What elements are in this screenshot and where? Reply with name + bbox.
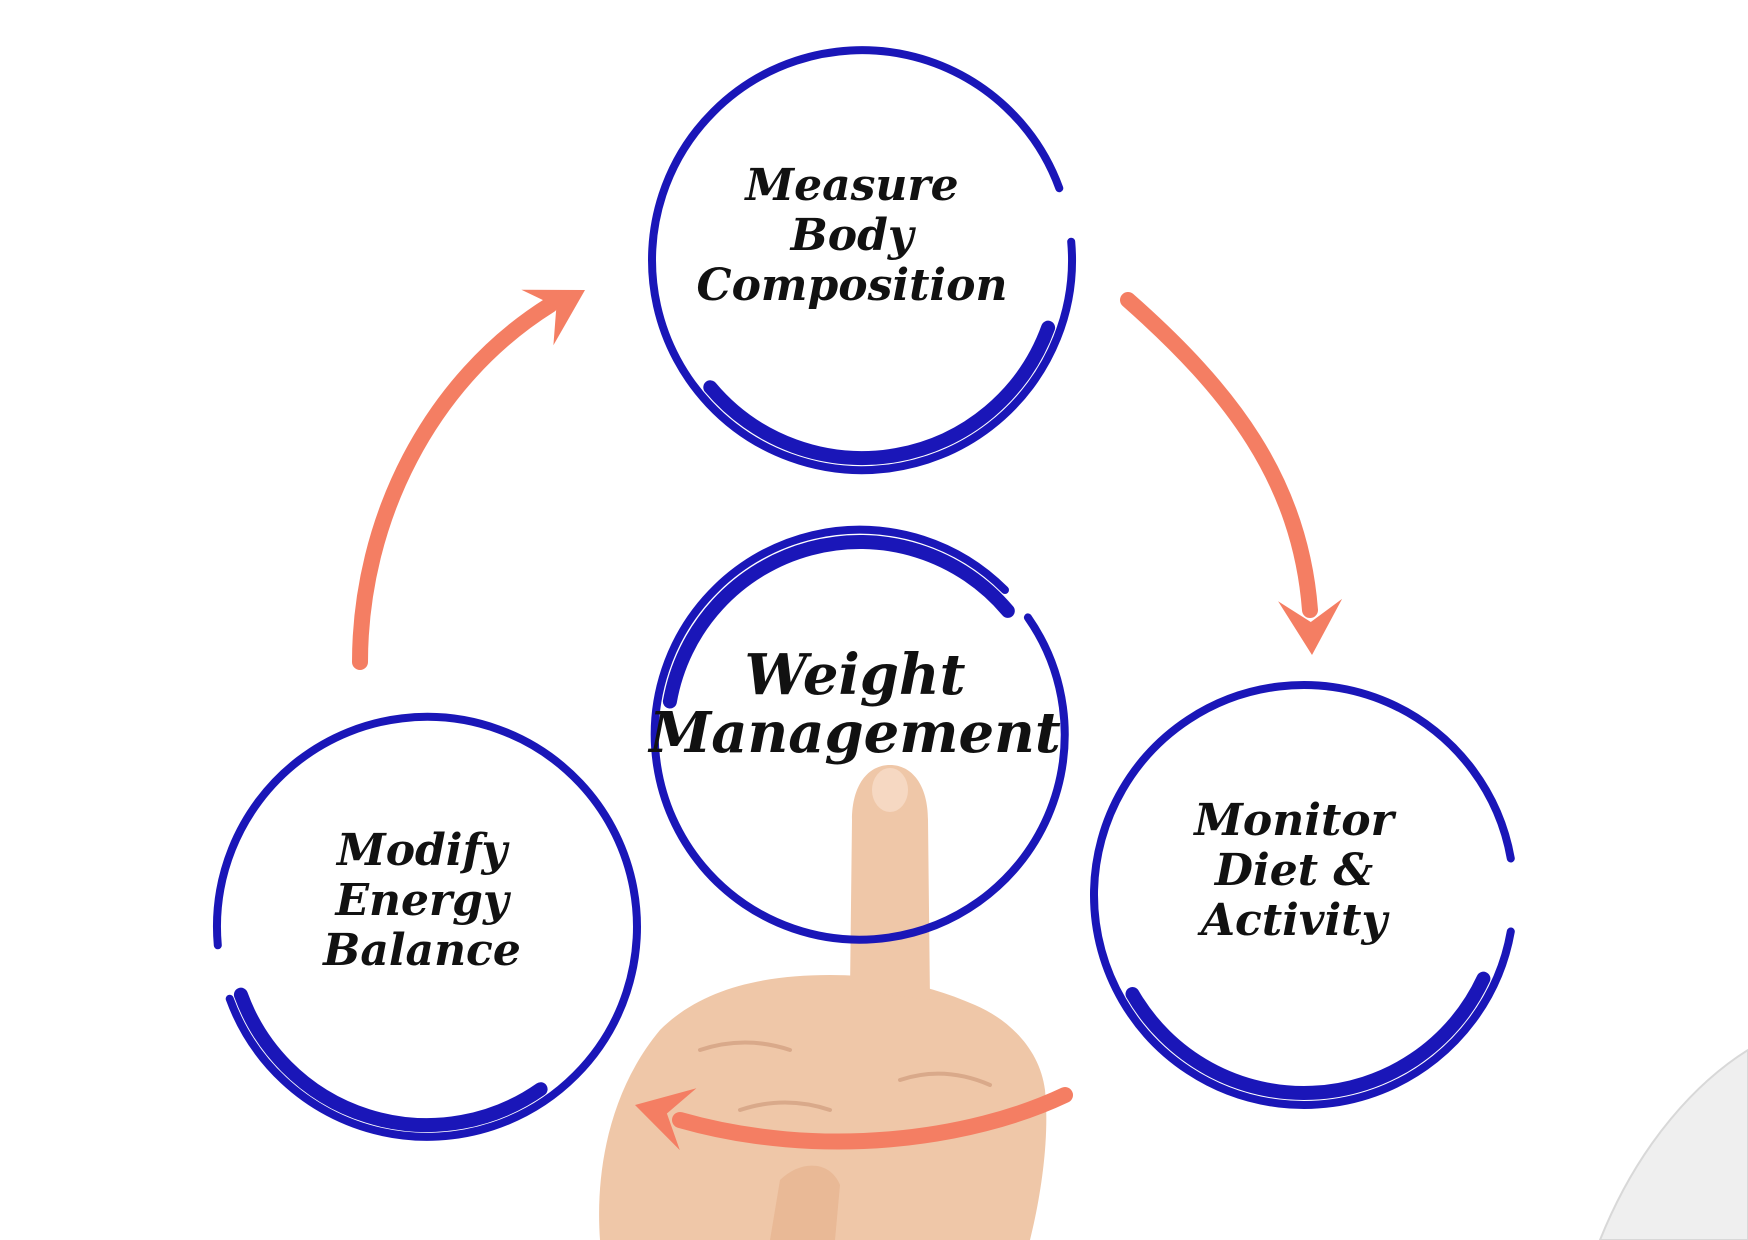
label-weight-management-line: Weight bbox=[745, 642, 966, 708]
circle-modify-outline bbox=[213, 712, 641, 1141]
circle-modify bbox=[213, 712, 641, 1141]
label-modify-energy-balance-line: Balance bbox=[321, 925, 521, 976]
circle-monitor-outline bbox=[1089, 681, 1515, 1109]
label-monitor-diet-activity-line: Diet & bbox=[1213, 845, 1374, 896]
arrow-monitor-to-modify-shaft bbox=[672, 1087, 1073, 1150]
arrow-measure-to-monitor bbox=[1120, 292, 1343, 655]
node-circles bbox=[213, 46, 1515, 1141]
finger-nail-shape bbox=[872, 768, 908, 812]
sleeve-shape bbox=[1598, 1048, 1748, 1240]
arrow-modify-to-measure-head bbox=[521, 289, 585, 346]
pointing-hand-image bbox=[599, 765, 1748, 1240]
label-monitor-diet-activity-line: Monitor bbox=[1192, 795, 1396, 846]
arrow-monitor-to-modify bbox=[635, 1087, 1073, 1151]
circle-monitor bbox=[1089, 681, 1515, 1109]
label-measure-body-composition-line: Composition bbox=[697, 260, 1008, 311]
label-monitor-diet-activity-line: Activity bbox=[1197, 895, 1391, 946]
circle-modify-swoosh bbox=[233, 987, 548, 1133]
arrow-monitor-to-modify-head bbox=[635, 1088, 697, 1151]
label-measure-body-composition-line: Body bbox=[789, 210, 917, 261]
label-weight-management-line: Management bbox=[647, 700, 1061, 766]
label-modify-energy-balance-line: Modify bbox=[335, 825, 510, 876]
cycle-arrows bbox=[352, 289, 1343, 1151]
label-measure-body-composition-line: Measure bbox=[743, 160, 958, 211]
arrow-modify-to-measure-shaft bbox=[352, 297, 558, 670]
knuckle-lines bbox=[698, 1040, 992, 1112]
circle-center-swoosh bbox=[662, 535, 1015, 709]
arrow-measure-to-monitor-head bbox=[1278, 598, 1343, 655]
arrow-modify-to-measure bbox=[352, 289, 585, 670]
thumb-shape bbox=[770, 1165, 840, 1240]
circle-measure bbox=[648, 46, 1076, 475]
label-modify-energy-balance-line: Energy bbox=[333, 875, 511, 926]
circle-measure-swoosh bbox=[703, 320, 1056, 466]
circle-center-outline bbox=[650, 525, 1069, 944]
circle-monitor-swoosh bbox=[1125, 971, 1491, 1100]
circle-measure-outline bbox=[648, 46, 1076, 475]
circle-center bbox=[650, 525, 1069, 944]
arrow-measure-to-monitor-shaft bbox=[1120, 292, 1318, 618]
